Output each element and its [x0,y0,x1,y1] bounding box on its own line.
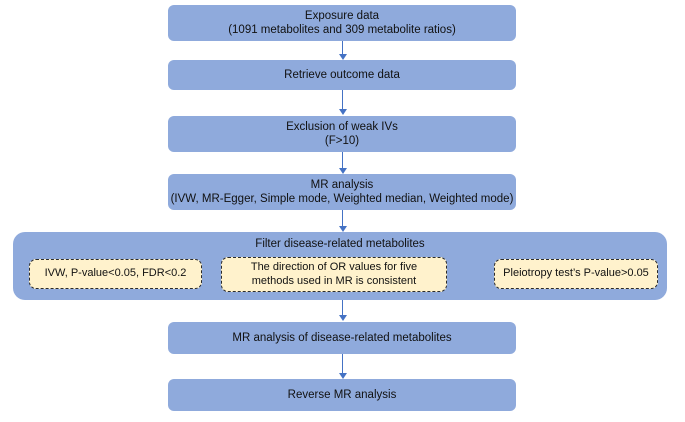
arrow-5 [338,300,347,321]
exposure-data-box: Exposure data (1091 metabolites and 309 … [168,5,516,41]
mr-disease-label: MR analysis of disease-related metabolit… [232,332,452,344]
arrow-2 [338,90,347,115]
criterion-ivw: IVW, P-value<0.05, FDR<0.2 [29,259,202,289]
retrieve-outcome-box: Retrieve outcome data [168,60,516,90]
reverse-mr-box: Reverse MR analysis [168,379,516,411]
reverse-mr-label: Reverse MR analysis [287,389,397,401]
arrow-6 [338,354,347,379]
arrow-4 [338,210,347,232]
exclusion-weak-ivs-box: Exclusion of weak IVs (F>10) [168,116,516,152]
criterion-pleiotropy-text: Pleiotropy test’s P-value>0.05 [503,267,649,280]
criterion-ivw-text: IVW, P-value<0.05, FDR<0.2 [44,267,187,280]
filter-metabolites-box: Filter disease-related metabolites IVW, … [13,232,667,300]
arrow-1 [338,41,347,60]
filter-title: Filter disease-related metabolites [255,238,425,250]
arrow-3 [338,152,347,174]
mr-analysis-methods: (IVW, MR-Egger, Simple mode, Weighted me… [170,193,514,205]
mr-analysis-box: MR analysis (IVW, MR-Egger, Simple mode,… [168,174,516,210]
criterion-or-direction: The direction of OR values for five meth… [221,257,447,292]
criterion-or-line2: methods used in MR is consistent [251,274,417,287]
exposure-detail: (1091 metabolites and 309 metabolite rat… [228,24,456,36]
exclusion-detail: (F>10) [324,135,360,147]
exposure-title: Exposure data [304,10,380,22]
criterion-or-line1: The direction of OR values for five [250,261,418,273]
mr-disease-metabolites-box: MR analysis of disease-related metabolit… [168,322,516,354]
mr-analysis-title: MR analysis [310,179,374,191]
exclusion-title: Exclusion of weak IVs [286,121,398,133]
criterion-pleiotropy: Pleiotropy test’s P-value>0.05 [494,259,658,289]
retrieve-outcome-label: Retrieve outcome data [284,69,400,81]
